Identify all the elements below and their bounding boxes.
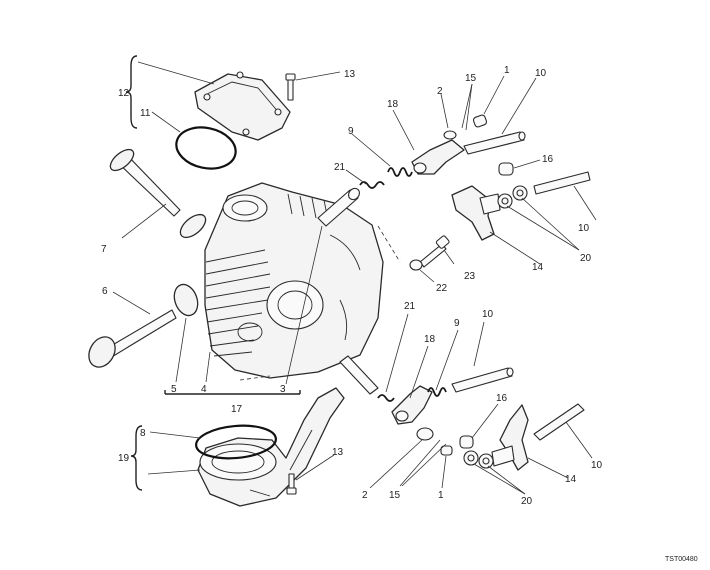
exhaust-valve-seal — [173, 283, 199, 317]
drawing-code: TST00480 — [665, 556, 698, 563]
manifold-o-ring — [195, 424, 277, 460]
lower-rocker-shaft-10b — [533, 403, 585, 441]
lower-spring-21 — [377, 394, 395, 402]
callout-10-c: 10 — [482, 309, 494, 320]
callout-7: 7 — [101, 244, 107, 255]
upper-rocker-shaft-10b — [533, 171, 591, 195]
upper-rocker-arm-18 — [411, 139, 465, 175]
callout-6: 6 — [102, 286, 108, 297]
upper-bush-16 — [498, 162, 514, 176]
callout-12: 12 — [118, 88, 130, 99]
callout-17: 17 — [231, 404, 243, 415]
callout-1-bottom: 1 — [438, 490, 444, 501]
lower-washer-d — [482, 457, 490, 465]
callout-10-b: 10 — [578, 223, 590, 234]
callout-16-bottom: 16 — [496, 393, 508, 404]
upper-spring-21 — [359, 181, 385, 189]
callout-20-top: 20 — [580, 253, 592, 264]
lower-bush-16 — [459, 435, 474, 449]
callout-19: 19 — [118, 453, 130, 464]
callout-16-top: 16 — [542, 154, 554, 165]
lower-shim-2 — [416, 427, 434, 441]
callout-labels: 12 11 13 7 6 5 4 3 17 8 19 13 9 21 18 2 … — [101, 65, 698, 563]
upper-shim-2 — [443, 130, 457, 140]
callout-2-top: 2 — [437, 86, 443, 97]
callout-11: 11 — [140, 108, 151, 119]
lower-rocker-arm-14 — [491, 404, 529, 471]
callout-9-top: 9 — [348, 126, 354, 137]
callout-3: 3 — [280, 384, 286, 395]
intake-valve-seal — [179, 213, 207, 239]
valve-cover — [194, 71, 291, 141]
lower-rocker-shaft-10 — [451, 367, 514, 393]
callout-14-top: 14 — [532, 262, 544, 273]
callout-22: 22 — [436, 283, 448, 294]
callout-1-top: 1 — [504, 65, 510, 76]
lower-valve-spring-cap — [339, 355, 379, 395]
callout-13-bottom: 13 — [332, 447, 344, 458]
callout-15-bottom: 15 — [389, 490, 401, 501]
callout-21-top: 21 — [334, 162, 346, 173]
callout-10-a: 10 — [535, 68, 547, 79]
bolt-washer-22 — [409, 259, 423, 271]
exhaust-valve — [88, 309, 177, 368]
callout-14-bottom: 14 — [565, 474, 577, 485]
upper-spring-9 — [387, 167, 413, 177]
upper-rocker-arm-14 — [451, 185, 501, 241]
upper-valve-spring-cap — [317, 187, 360, 227]
lower-pad-1 — [440, 445, 453, 456]
cover-screw — [285, 73, 296, 101]
upper-pad-1 — [472, 114, 488, 128]
rocker-bolt-23 — [419, 235, 450, 268]
callout-10-d: 10 — [591, 460, 603, 471]
callout-2-bottom: 2 — [362, 490, 368, 501]
callout-15-top: 15 — [465, 73, 477, 84]
callout-13-top: 13 — [344, 69, 356, 80]
callout-18-top: 18 — [387, 99, 399, 110]
callout-21-bottom: 21 — [404, 301, 416, 312]
bracket-17 — [164, 390, 301, 395]
bracket-19 — [130, 425, 143, 491]
upper-washer-d — [516, 189, 524, 197]
callout-8: 8 — [140, 428, 146, 439]
callout-18-bottom: 18 — [424, 334, 436, 345]
callout-20-bottom: 20 — [521, 496, 533, 507]
lower-washer-c — [467, 454, 475, 462]
leader-lines — [112, 61, 597, 495]
cover-o-ring — [175, 126, 237, 170]
lower-spring-9 — [427, 387, 447, 397]
bracket-12 — [125, 55, 138, 129]
upper-rocker-shaft-10 — [463, 131, 526, 155]
callout-4: 4 — [201, 384, 207, 395]
callout-5: 5 — [171, 384, 177, 395]
upper-washer-c — [501, 197, 509, 205]
intake-valve — [109, 148, 181, 217]
cylinder-head — [204, 182, 384, 379]
callout-9-bottom: 9 — [454, 318, 460, 329]
manifold-screw — [286, 473, 297, 495]
callout-23: 23 — [464, 271, 476, 282]
